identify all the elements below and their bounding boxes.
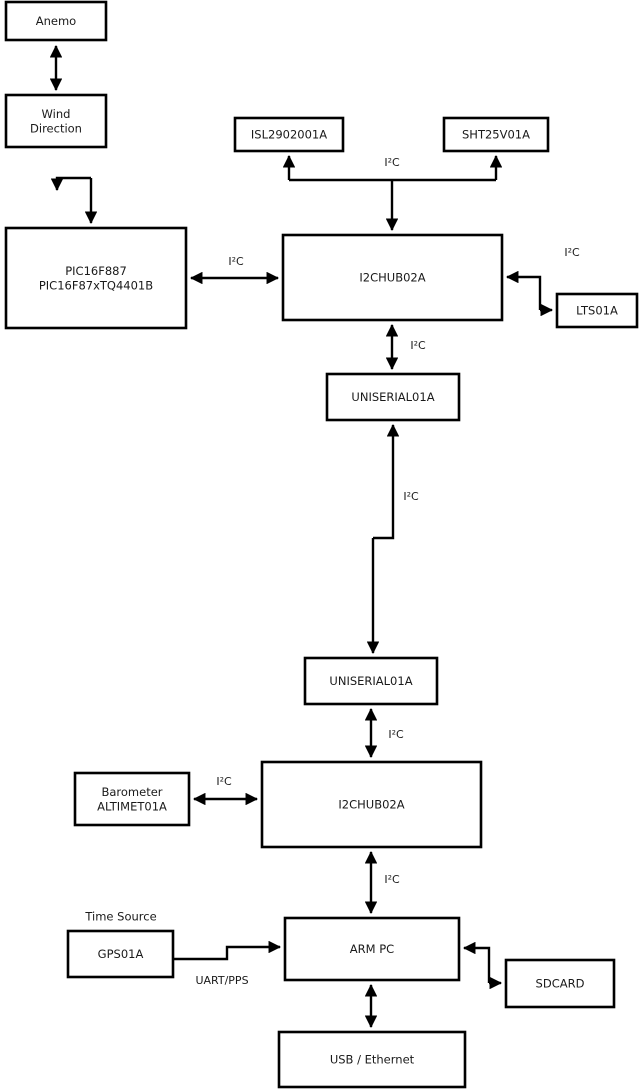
node-label-sht: SHT25V01A	[462, 127, 530, 141]
node-sht[interactable]: SHT25V01A	[442, 116, 550, 153]
node-isl[interactable]: ISL2902001A	[233, 116, 345, 153]
node-arm-pc[interactable]: ARM PC	[283, 916, 461, 982]
lbl-time-source: Time Source	[84, 910, 156, 924]
node-label-usb-ethernet: USB / Ethernet	[330, 1052, 415, 1066]
node-box-usb-ethernet[interactable]	[277, 1030, 467, 1089]
node-box-hub-bottom[interactable]	[260, 760, 483, 849]
node-box-hub-top[interactable]	[281, 233, 504, 322]
lbl-i2c-top-sensors: I²C	[384, 156, 400, 169]
node-label-anemo: Anemo	[36, 14, 76, 28]
lbl-i2c-hub-lts: I²C	[564, 246, 580, 259]
edge-pic-winddir-up	[50, 176, 91, 191]
node-box-uniserial-1[interactable]	[325, 372, 461, 422]
node-hub-top[interactable]: I2CHUB02A	[281, 233, 504, 322]
edge-hubtop-lts-in	[506, 270, 542, 310]
node-lts[interactable]: LTS01A	[555, 292, 639, 329]
node-label-isl: ISL2902001A	[251, 127, 327, 141]
edge-layer	[49, 45, 553, 1028]
node-label-lts: LTS01A	[576, 303, 618, 317]
node-box-uniserial-2[interactable]	[303, 656, 439, 706]
node-gps[interactable]: GPS01A	[66, 929, 175, 979]
node-box-lts[interactable]	[555, 292, 639, 329]
lbl-uart-pps: UART/PPS	[195, 974, 248, 987]
node-sdcard[interactable]: SDCARD	[504, 958, 616, 1009]
lbl-i2c-uni-uni: I²C	[403, 490, 419, 503]
lbl-i2c-hub2-arm: I²C	[384, 873, 400, 886]
lbl-i2c-hub-uni1: I²C	[410, 339, 426, 352]
node-anemo[interactable]: Anemo	[4, 0, 108, 42]
node-uniserial-2[interactable]: UNISERIAL01A	[303, 656, 439, 706]
node-box-wind-dir[interactable]	[4, 93, 108, 149]
lbl-i2c-uni2-hub2: I²C	[388, 728, 404, 741]
lbl-i2c-baro-hub2: I²C	[216, 775, 232, 788]
node-box-anemo[interactable]	[4, 0, 108, 42]
node-label-sdcard: SDCARD	[536, 976, 585, 990]
node-usb-ethernet[interactable]: USB / Ethernet	[277, 1030, 467, 1089]
node-hub-bottom[interactable]: I2CHUB02A	[260, 760, 483, 849]
lbl-i2c-pic-hub: I²C	[228, 255, 244, 268]
edge-armpc-sdcard-in	[463, 941, 491, 983]
edge-uniserial1-uniserial2-up	[373, 424, 400, 540]
node-uniserial-1[interactable]: UNISERIAL01A	[325, 372, 461, 422]
node-box-sht[interactable]	[442, 116, 550, 153]
node-box-isl[interactable]	[233, 116, 345, 153]
free-label-layer: Time Source	[84, 910, 156, 924]
node-box-sdcard[interactable]	[504, 958, 616, 1009]
node-label-uniserial-1: UNISERIAL01A	[351, 390, 434, 404]
node-box-pic[interactable]	[4, 226, 188, 330]
node-label-hub-bottom: I2CHUB02A	[338, 797, 404, 811]
node-label-gps: GPS01A	[98, 947, 144, 961]
node-label-uniserial-2: UNISERIAL01A	[329, 674, 412, 688]
node-label-arm-pc: ARM PC	[350, 942, 394, 956]
node-box-gps[interactable]	[66, 929, 175, 979]
node-box-arm-pc[interactable]	[283, 916, 461, 982]
node-label-hub-top: I2CHUB02A	[359, 270, 425, 284]
node-box-barometer[interactable]	[73, 771, 191, 827]
edge-gps-armpc	[174, 940, 281, 961]
edge-label-layer: I²C I²C I²C I²C I²C I²C I²C I²C UART/PPS	[195, 156, 580, 987]
